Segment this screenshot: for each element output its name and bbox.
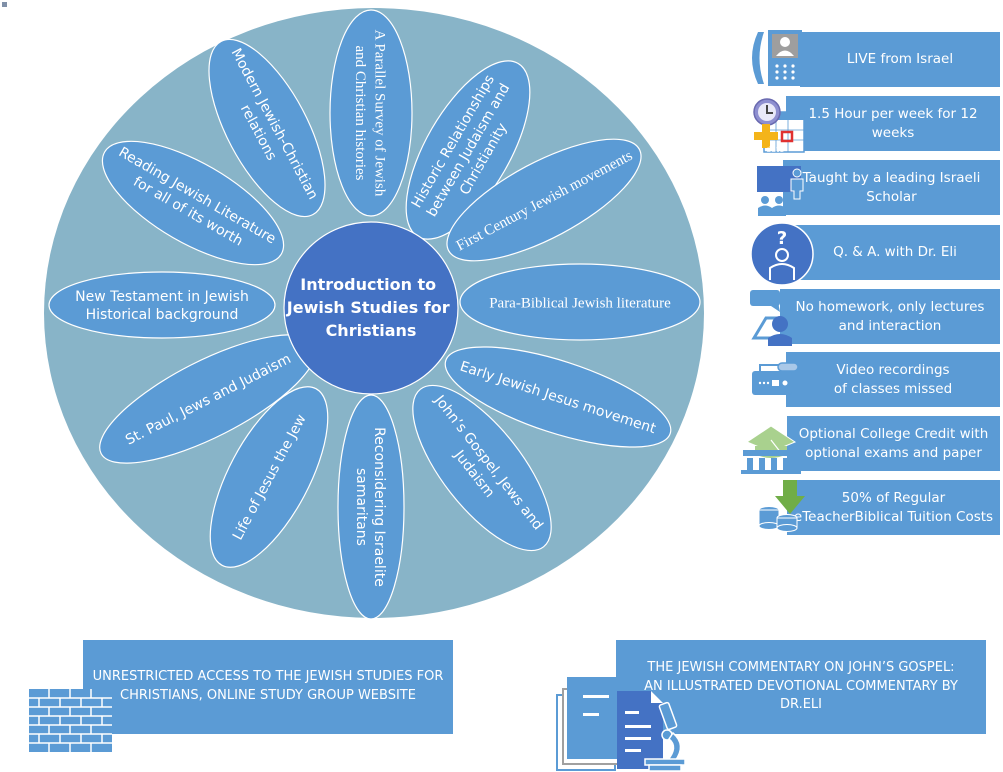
- center-title-line: Introduction to: [300, 275, 436, 294]
- petal-shape: [329, 9, 413, 217]
- feature-label-line: Optional College Credit with: [798, 426, 989, 443]
- website-access-line: UNRESTRICTED ACCESS TO THE JEWISH STUDIE…: [92, 669, 444, 685]
- feature-qa: Q. & A. with Dr. Eli: [790, 225, 1000, 280]
- petal-label-line: samaritans: [353, 468, 369, 546]
- commentary-box: THE JEWISH COMMENTARY ON JOHN’S GOSPEL: …: [616, 640, 986, 734]
- petal-label-line: New Testament in Jewish: [75, 289, 249, 305]
- feature-label-line: LIVE from Israel: [846, 51, 954, 68]
- feature-live: LIVE from Israel: [800, 32, 1000, 87]
- petal-label: Reconsidering Israelitesamaritans: [353, 427, 387, 587]
- petal-label-line: A Parallel Survey of Jewish: [372, 30, 388, 197]
- petal-label-line: Historical background: [86, 307, 239, 323]
- petal-reconsidering-samaritans: Reconsidering Israelitesamaritans: [337, 394, 405, 620]
- petal-label-line: Reconsidering Israelite: [371, 427, 387, 587]
- feature-label-line: of classes missed: [833, 380, 953, 397]
- feature-label-line: optional exams and paper: [805, 444, 982, 461]
- feature-label-line: weeks: [871, 124, 915, 141]
- petal-shape: [444, 346, 672, 448]
- website-access-box: UNRESTRICTED ACCESS TO THE JEWISH STUDIE…: [83, 640, 453, 734]
- feature-label-line: No homework, only lectures: [795, 299, 985, 316]
- svg-text:?: ?: [777, 228, 787, 249]
- petal-shape: [459, 263, 701, 341]
- graduation-building-icon: [741, 425, 801, 474]
- feature-label-line: 1.5 Hour per week for 12: [808, 106, 978, 123]
- website-access-line: CHRISTIANS, ONLINE STUDY GROUP WEBSITE: [120, 688, 416, 703]
- petal-shape: [208, 38, 326, 218]
- petal-label-line: and Christian histories: [352, 46, 368, 181]
- center-title-line: Jewish Studies for: [286, 298, 450, 317]
- video-camera-icon: [752, 362, 808, 399]
- question-person-icon: ?: [750, 222, 814, 286]
- petal-label: Para-Biblical Jewish literature: [489, 295, 671, 311]
- feature-label-line: Q. & A. with Dr. Eli: [833, 244, 957, 261]
- petal-shape: [337, 394, 405, 620]
- corner-marker: [2, 2, 7, 7]
- petal-label-line: Para-Biblical Jewish literature: [489, 295, 671, 311]
- feature-label-line: Taught by a leading Israeli: [802, 170, 981, 187]
- center-title-line: Christians: [326, 321, 417, 340]
- speech-bubble-person-icon: [750, 290, 798, 346]
- petal-shape: [446, 138, 642, 262]
- feature-label-line: Scholar: [866, 188, 917, 205]
- petal-shape: [209, 386, 329, 568]
- clock-calendar-icon: date: [753, 98, 805, 154]
- center-circle: [283, 221, 459, 395]
- petal-parallel-survey: A Parallel Survey of Jewishand Christian…: [329, 9, 413, 217]
- teacher-presentation-icon: [757, 166, 804, 216]
- books-microscope-icon: [556, 677, 686, 772]
- petal-shape: [101, 140, 285, 266]
- petal-shape: [412, 384, 552, 552]
- petal-para-biblical: Para-Biblical Jewish literature: [459, 263, 701, 341]
- commentary-line: THE JEWISH COMMENTARY ON JOHN’S GOSPEL:: [647, 659, 955, 675]
- icon-caption: date: [766, 145, 784, 154]
- brick-wall-icon: [29, 689, 112, 752]
- feature-label-line: 50% of Regular: [841, 490, 946, 507]
- feature-label-line: and interaction: [838, 317, 942, 334]
- feature-label-line: Video recordings: [836, 362, 950, 379]
- center-title: Introduction to Jewish Studies for Chris…: [286, 275, 455, 340]
- phone-contact-icon: [752, 30, 802, 86]
- feature-label-line: eTeacherBiblical Tuition Costs: [793, 508, 994, 525]
- commentary-line: AN ILLUSTRATED DEVOTIONAL COMMENTARY BY: [644, 678, 958, 694]
- course-topics-flower: A Parallel Survey of Jewishand Christian…: [44, 8, 704, 620]
- petal-label: A Parallel Survey of Jewishand Christian…: [352, 30, 388, 197]
- commentary-line: DR.ELI: [779, 697, 822, 713]
- coins-down-arrow-icon: [758, 480, 805, 532]
- petal-shape: [48, 271, 276, 339]
